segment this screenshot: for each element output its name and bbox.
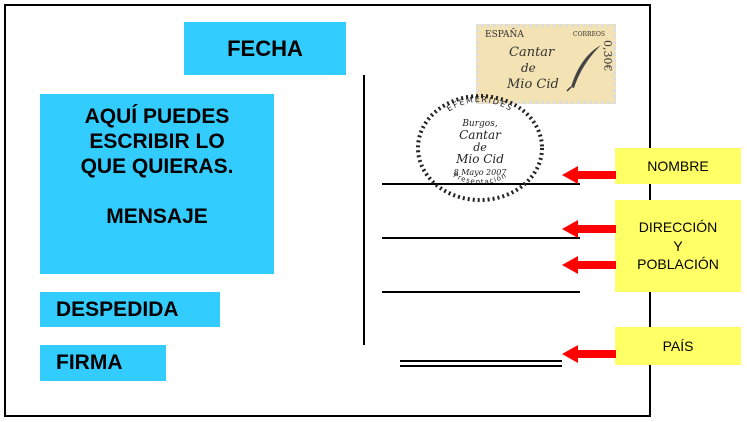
- address-line-4a: [400, 360, 562, 362]
- mensaje-box: AQUÍ PUEDES ESCRIBIR LO QUE QUIERAS. MEN…: [40, 94, 274, 274]
- postmark-line-2: Cantar: [459, 128, 502, 142]
- mensaje-line-3: QUE QUIERAS.: [80, 155, 234, 179]
- nombre-label-box: NOMBRE: [615, 148, 741, 184]
- mensaje-line-2: ESCRIBIR LO: [89, 130, 225, 154]
- address-line-1: [382, 183, 580, 185]
- stamp-title-1: Cantar: [509, 45, 555, 60]
- direccion-label-1: DIRECCIÓN: [638, 218, 718, 235]
- stamp-country: ESPAÑA: [485, 30, 524, 40]
- direccion-label-2: Y: [673, 237, 683, 254]
- fecha-label: FECHA: [227, 35, 303, 61]
- address-line-4b: [400, 365, 562, 367]
- despedida-box: DESPEDIDA: [40, 292, 220, 327]
- nombre-label: NOMBRE: [647, 157, 709, 174]
- postmark: EFEMÉRIDES Burgos, Cantar de Mio Cid 8 M…: [416, 93, 544, 202]
- stamp-issuer: CORREOS: [573, 31, 605, 38]
- address-line-2: [382, 237, 580, 239]
- direccion-label-3: POBLACIÓN: [637, 256, 719, 273]
- vertical-divider: [363, 75, 365, 345]
- postage-stamp: ESPAÑA CORREOS Cantar de Mio Cid 0,30€: [476, 24, 616, 104]
- fecha-box: FECHA: [184, 22, 346, 75]
- arrow-left-icon: [562, 256, 616, 274]
- mensaje-line-1: AQUÍ PUEDES: [84, 105, 230, 128]
- arrow-left-icon: [562, 345, 616, 363]
- despedida-label: DESPEDIDA: [56, 297, 179, 321]
- postmark-top-text: EFEMÉRIDES: [445, 93, 514, 113]
- arrow-left-icon: [562, 220, 616, 238]
- postmark-line-4: Mio Cid: [455, 152, 504, 166]
- pais-label-box: PAÍS: [615, 327, 741, 365]
- pais-label: PAÍS: [662, 337, 694, 354]
- firma-box: FIRMA: [40, 345, 166, 381]
- firma-label: FIRMA: [56, 351, 123, 374]
- direccion-label-box: DIRECCIÓN Y POBLACIÓN: [615, 200, 741, 292]
- stamp-title-3: Mio Cid: [507, 77, 559, 92]
- postmark-line-5: 8 Mayo 2007: [454, 168, 508, 177]
- postmark-line-1: Burgos,: [461, 119, 498, 129]
- address-line-3: [382, 291, 580, 293]
- mensaje-gap: [40, 180, 274, 204]
- quill-icon: [566, 45, 601, 92]
- stamp-title-2: de: [521, 61, 536, 75]
- arrow-left-icon: [562, 166, 616, 184]
- postmark-line-3: de: [473, 141, 487, 154]
- mensaje-title: MENSAJE: [106, 204, 208, 228]
